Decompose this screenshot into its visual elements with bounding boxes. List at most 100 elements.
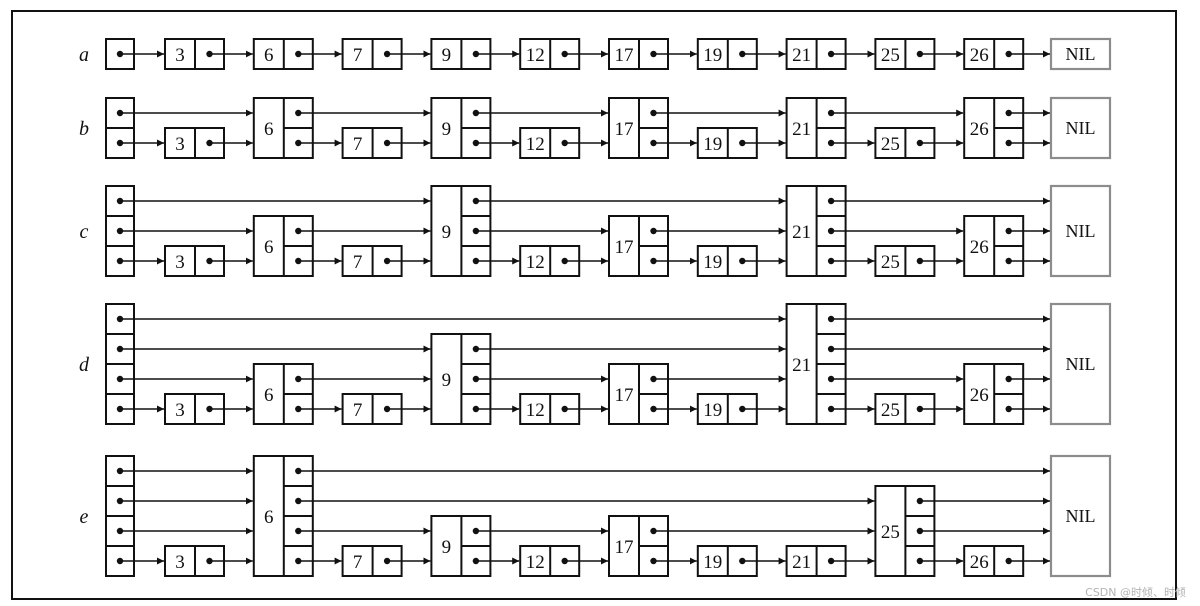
pointer-dot: [472, 557, 480, 565]
pointer-dot: [383, 405, 391, 413]
node-key: 17: [615, 537, 634, 558]
node-key: 26: [970, 385, 989, 406]
node-key: 26: [970, 237, 989, 258]
nil-box: [1049, 96, 1112, 160]
row-label-e: e: [80, 506, 89, 528]
node-key: 21: [792, 119, 811, 140]
node-key: 21: [792, 45, 811, 66]
node-key: 9: [442, 222, 452, 243]
node-6: 6: [252, 363, 314, 425]
node-21: 21: [785, 97, 847, 159]
node-key: 12: [526, 134, 545, 155]
node-key: 26: [970, 45, 989, 66]
nil-label: NIL: [1066, 506, 1096, 526]
node-key: 21: [792, 222, 811, 243]
node-key: 6: [264, 119, 274, 140]
node-key: 19: [703, 552, 722, 573]
node-key: 17: [615, 385, 634, 406]
node-key: 6: [264, 45, 274, 66]
pointer-dot: [472, 375, 480, 383]
node-key: 17: [615, 45, 634, 66]
node-17: 17: [608, 215, 669, 277]
node-17: 17: [608, 97, 669, 159]
node-key: 3: [175, 400, 185, 421]
pointer-dot: [383, 257, 391, 265]
node-17: 17: [608, 363, 669, 425]
node-key: 21: [792, 355, 811, 376]
pointer-dot: [472, 257, 480, 265]
pointer-dot: [472, 139, 480, 147]
node-key: 7: [353, 45, 363, 66]
node-17: 17: [608, 515, 669, 577]
node-key: 25: [881, 45, 900, 66]
node-key: 25: [881, 522, 900, 543]
node-12: 12: [519, 245, 581, 277]
node-key: 26: [970, 552, 989, 573]
node-key: 7: [353, 134, 363, 155]
nil-box: [1049, 184, 1112, 278]
node-key: 3: [175, 552, 185, 573]
node-key: 12: [526, 252, 545, 273]
node-key: 3: [175, 134, 185, 155]
node-key: 19: [703, 45, 722, 66]
nil-label: NIL: [1066, 354, 1096, 374]
node-key: 12: [526, 552, 545, 573]
pointer-dot: [472, 50, 480, 58]
node-key: 25: [881, 252, 900, 273]
node-26: 26: [963, 215, 1025, 277]
node-9: 9: [430, 97, 492, 159]
figure-frame: [11, 10, 1177, 600]
pointer-dot: [472, 345, 480, 353]
node-6: 6: [252, 455, 314, 577]
nil-box: [1049, 37, 1112, 71]
node-key: 3: [175, 252, 185, 273]
node-6: 6: [252, 97, 314, 159]
pointer-dot: [472, 527, 480, 535]
row-label-c: c: [80, 221, 89, 243]
pointer-dot: [383, 50, 391, 58]
node-key: 25: [881, 400, 900, 421]
node-key: 19: [703, 252, 722, 273]
node-key: 9: [442, 537, 452, 558]
node-key: 7: [353, 552, 363, 573]
skip-list-c: c NIL 3 6 7 9 12 17 19 21 25 26: [80, 184, 1112, 278]
node-key: 3: [175, 45, 185, 66]
node-key: 9: [442, 119, 452, 140]
pointer-dot: [472, 109, 480, 117]
node-key: 6: [264, 237, 274, 258]
node-key: 26: [970, 119, 989, 140]
node-key: 12: [526, 400, 545, 421]
nil-box: [1049, 302, 1112, 426]
node-key: 25: [881, 134, 900, 155]
watermark: CSDN @时倾、时倾: [1085, 586, 1186, 599]
nil-label: NIL: [1066, 118, 1096, 138]
node-key: 9: [442, 45, 452, 66]
node-key: 21: [792, 552, 811, 573]
pointer-dot: [472, 227, 480, 235]
node-key: 9: [442, 370, 452, 391]
nil-label: NIL: [1066, 44, 1096, 64]
skip-list-b: b NIL 3 6 7 9 12 17 19 21 25 26: [79, 96, 1112, 160]
node-26: 26: [963, 97, 1025, 159]
pointer-dot: [472, 197, 480, 205]
row-label-d: d: [79, 354, 90, 376]
nil-box: [1049, 454, 1112, 578]
node-key: 17: [615, 119, 634, 140]
node-key: 7: [353, 252, 363, 273]
pointer-dot: [472, 405, 480, 413]
node-key: 17: [615, 237, 634, 258]
node-key: 19: [703, 134, 722, 155]
node-12: 12: [519, 38, 581, 70]
row-label-b: b: [79, 118, 89, 140]
pointer-dot: [383, 557, 391, 565]
node-26: 26: [963, 363, 1025, 425]
node-key: 12: [526, 45, 545, 66]
node-key: 7: [353, 400, 363, 421]
node-6: 6: [252, 215, 314, 277]
node-7: 7: [341, 245, 403, 277]
nil-label: NIL: [1066, 221, 1096, 241]
